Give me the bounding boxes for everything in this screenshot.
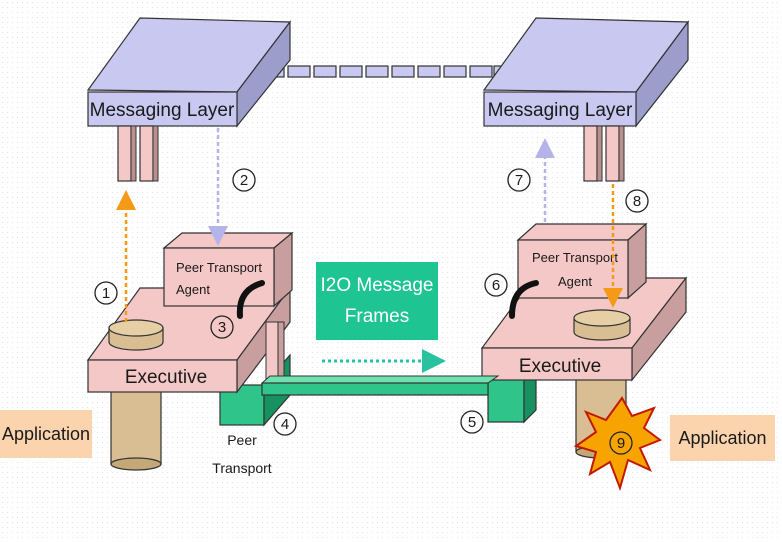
left-executive-label: Executive [125, 367, 207, 388]
svg-text:8: 8 [633, 193, 641, 210]
step-4-marker: 4 [273, 412, 297, 436]
step-7-marker: 7 [507, 168, 531, 192]
right-application-label: Application [678, 427, 767, 448]
right-application-box: Application [670, 415, 775, 461]
right-hook [509, 280, 539, 319]
step-6-marker: 6 [484, 273, 508, 297]
svg-text:2: 2 [240, 172, 248, 189]
svg-text:9: 9 [617, 435, 625, 452]
svg-text:3: 3 [218, 319, 226, 336]
left-application-pillar [110, 385, 162, 471]
peer-transport-label-line2: Transport [212, 460, 272, 476]
step-5-marker: 5 [460, 410, 484, 434]
left-pta-label-line2: Agent [176, 282, 210, 297]
step-3-marker: 3 [210, 315, 234, 339]
right-pta-label-line2: Agent [558, 274, 592, 289]
left-messaging-layer: Messaging Layer [86, 17, 292, 182]
svg-text:6: 6 [492, 277, 500, 294]
step-9-marker: 9 [609, 431, 633, 455]
explosion-burst [573, 396, 663, 492]
i2o-frames-label-line1: I2O Message [321, 275, 434, 296]
left-application-box: Application [0, 410, 92, 458]
right-disk [573, 309, 631, 341]
step-1-marker: 1 [94, 281, 118, 305]
left-pta-label-line1: Peer Transport [176, 260, 262, 275]
svg-text:4: 4 [281, 416, 289, 433]
step-2-marker: 2 [232, 168, 256, 192]
left-hook [236, 280, 265, 319]
svg-text:1: 1 [102, 285, 110, 302]
right-messaging-layer: Messaging Layer [482, 17, 690, 182]
left-messaging-layer-label: Messaging Layer [90, 100, 235, 121]
left-peer-transport-agent: Peer Transport Agent [162, 231, 294, 308]
svg-text:5: 5 [468, 414, 476, 431]
peer-transport-label-line1: Peer [227, 432, 257, 448]
right-messaging-layer-label: Messaging Layer [488, 100, 633, 121]
right-pta-label-line1: Peer Transport [532, 250, 618, 265]
peer-transport-cable [260, 375, 500, 396]
i2o-frames-label-line2: Frames [345, 306, 409, 327]
svg-text:7: 7 [515, 172, 523, 189]
step-8-marker: 8 [625, 189, 649, 213]
left-disk [108, 319, 164, 351]
left-support-post-side [277, 321, 285, 383]
right-peer-transport-agent: Peer Transport Agent [516, 222, 648, 300]
message-frame-chain [261, 65, 509, 78]
right-executive-label: Executive [519, 356, 601, 377]
left-application-label: Application [1, 423, 91, 444]
i2o-message-frames-box: I2O Message Frames [316, 262, 438, 340]
